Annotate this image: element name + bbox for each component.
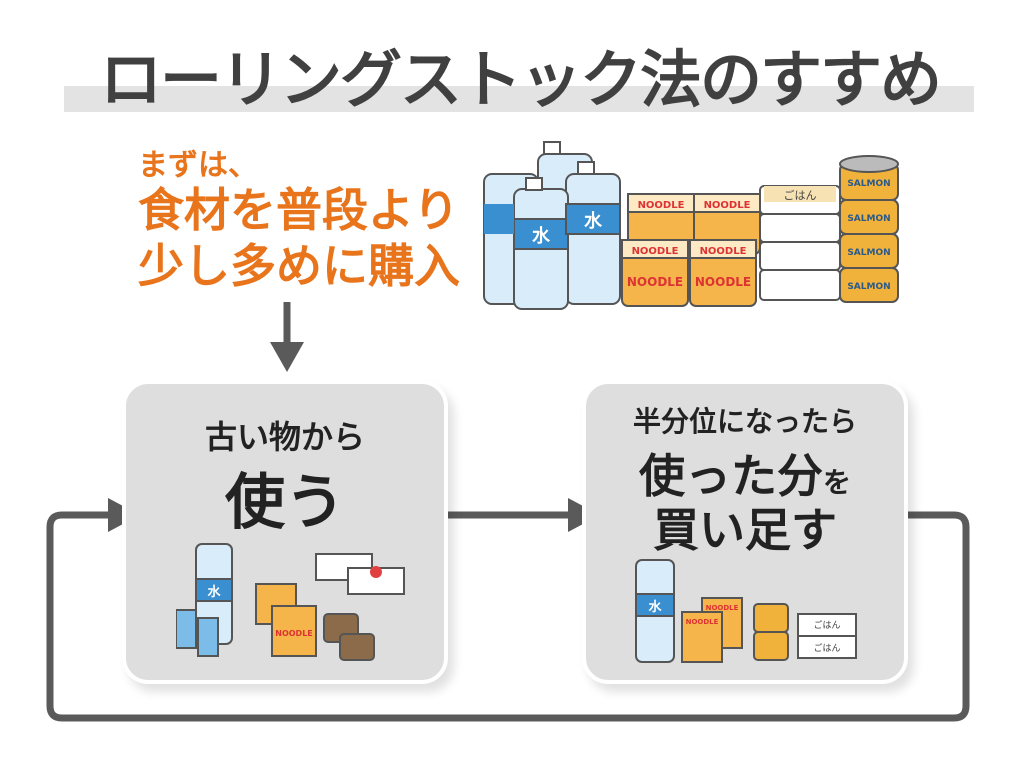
intro-line-2: 少し多めに購入: [138, 239, 460, 293]
svg-text:SALMON: SALMON: [847, 248, 890, 258]
restock-illustration: 水 NOODLE NOODLE ごはん ごはん: [635, 559, 857, 663]
step-use-oldest-box: 古い物から 使う 水 NOODLE: [122, 380, 448, 684]
step2-line-2: 使った分を: [586, 440, 904, 506]
water-bottles-icon: 水 水: [483, 141, 621, 310]
svg-text:NOODLE: NOODLE: [638, 200, 685, 211]
svg-text:ごはん: ごはん: [784, 188, 817, 202]
stockpile-illustration: 水 水 NOODLE NOODLE NOODLE NOODLE NOODLE N…: [483, 141, 899, 310]
consumption-illustration: 水 NOODLE: [176, 543, 405, 661]
svg-text:SALMON: SALMON: [847, 282, 890, 292]
water-label: 水: [584, 210, 603, 232]
rice-packs-icon: ごはん: [759, 185, 841, 301]
svg-text:NOODLE: NOODLE: [275, 629, 313, 638]
water-label: 水: [532, 225, 551, 247]
step2-line-1: 半分位になったら: [632, 405, 857, 438]
svg-text:ごはん: ごはん: [813, 619, 840, 631]
step1-line-2: 使う: [225, 468, 345, 538]
salmon-cans-icon: SALMON SALMON SALMON SALMON: [839, 155, 899, 303]
intro-lead: まずは、: [138, 148, 258, 183]
intro-instruction: 食材を普段より 少し多めに購入: [138, 182, 460, 294]
step2-line-3: 買い足す: [653, 503, 837, 557]
svg-text:NOODLE: NOODLE: [627, 275, 683, 289]
step2-line-2-particle: を: [822, 466, 851, 499]
svg-text:SALMON: SALMON: [847, 214, 890, 224]
svg-text:NOODLE: NOODLE: [695, 275, 751, 289]
svg-text:ごはん: ごはん: [813, 642, 840, 654]
svg-text:NOODLE: NOODLE: [686, 618, 719, 626]
right-arrow-icon: [426, 498, 600, 532]
svg-text:水: 水: [648, 599, 662, 615]
svg-text:NOODLE: NOODLE: [704, 200, 751, 211]
step-restock-box: 半分位になったら 使った分を 買い足す 水 NOODLE NOODLE ごはん …: [582, 380, 908, 684]
noodle-cups-icon: NOODLE NOODLE NOODLE NOODLE NOODLE NOODL…: [621, 193, 761, 307]
svg-text:水: 水: [207, 584, 221, 600]
step2-line-2-main: 使った分: [638, 449, 823, 503]
svg-text:NOODLE: NOODLE: [700, 246, 747, 257]
svg-text:SALMON: SALMON: [847, 179, 890, 189]
title-highlight-band: [64, 86, 974, 112]
step1-line-1: 古い物から: [204, 418, 365, 456]
intro-line-1: 食材を普段より: [138, 183, 460, 237]
down-arrow-icon: [270, 302, 304, 372]
svg-text:NOODLE: NOODLE: [706, 604, 739, 612]
svg-text:NOODLE: NOODLE: [632, 246, 679, 257]
page-title: ローリングストック法のすすめ: [99, 43, 942, 116]
